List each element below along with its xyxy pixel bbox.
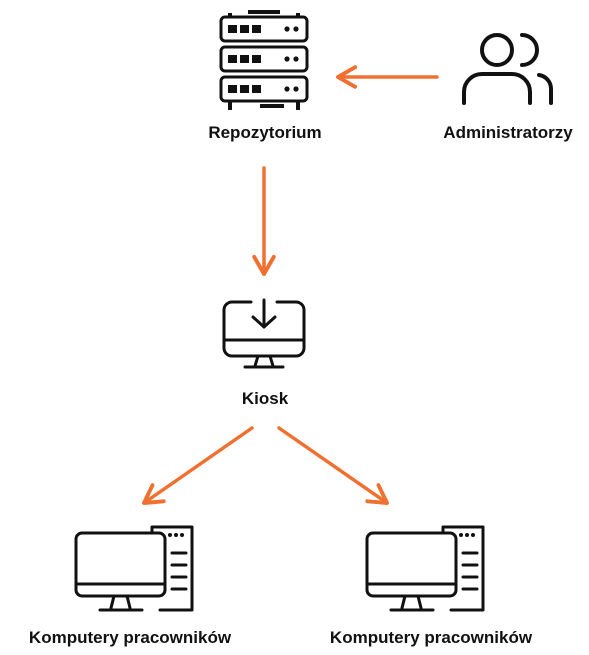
workstation-left-label: Komputery pracowników bbox=[28, 628, 232, 647]
server-rack-icon bbox=[219, 10, 309, 110]
workstation-right-label: Komputery pracowników bbox=[329, 628, 533, 647]
kiosk-label: Kiosk bbox=[241, 389, 289, 408]
users-icon bbox=[462, 33, 554, 105]
desktop-computer-icon bbox=[365, 525, 485, 612]
arrow-kiosk-to-right-workstation bbox=[277, 426, 389, 505]
desktop-computer-icon bbox=[74, 525, 194, 612]
admins-label: Administratorzy bbox=[443, 123, 573, 142]
repository-label: Repozytorium bbox=[208, 123, 322, 142]
monitor-download-icon bbox=[222, 298, 306, 369]
arrow-kiosk-to-left-workstation bbox=[142, 426, 254, 505]
